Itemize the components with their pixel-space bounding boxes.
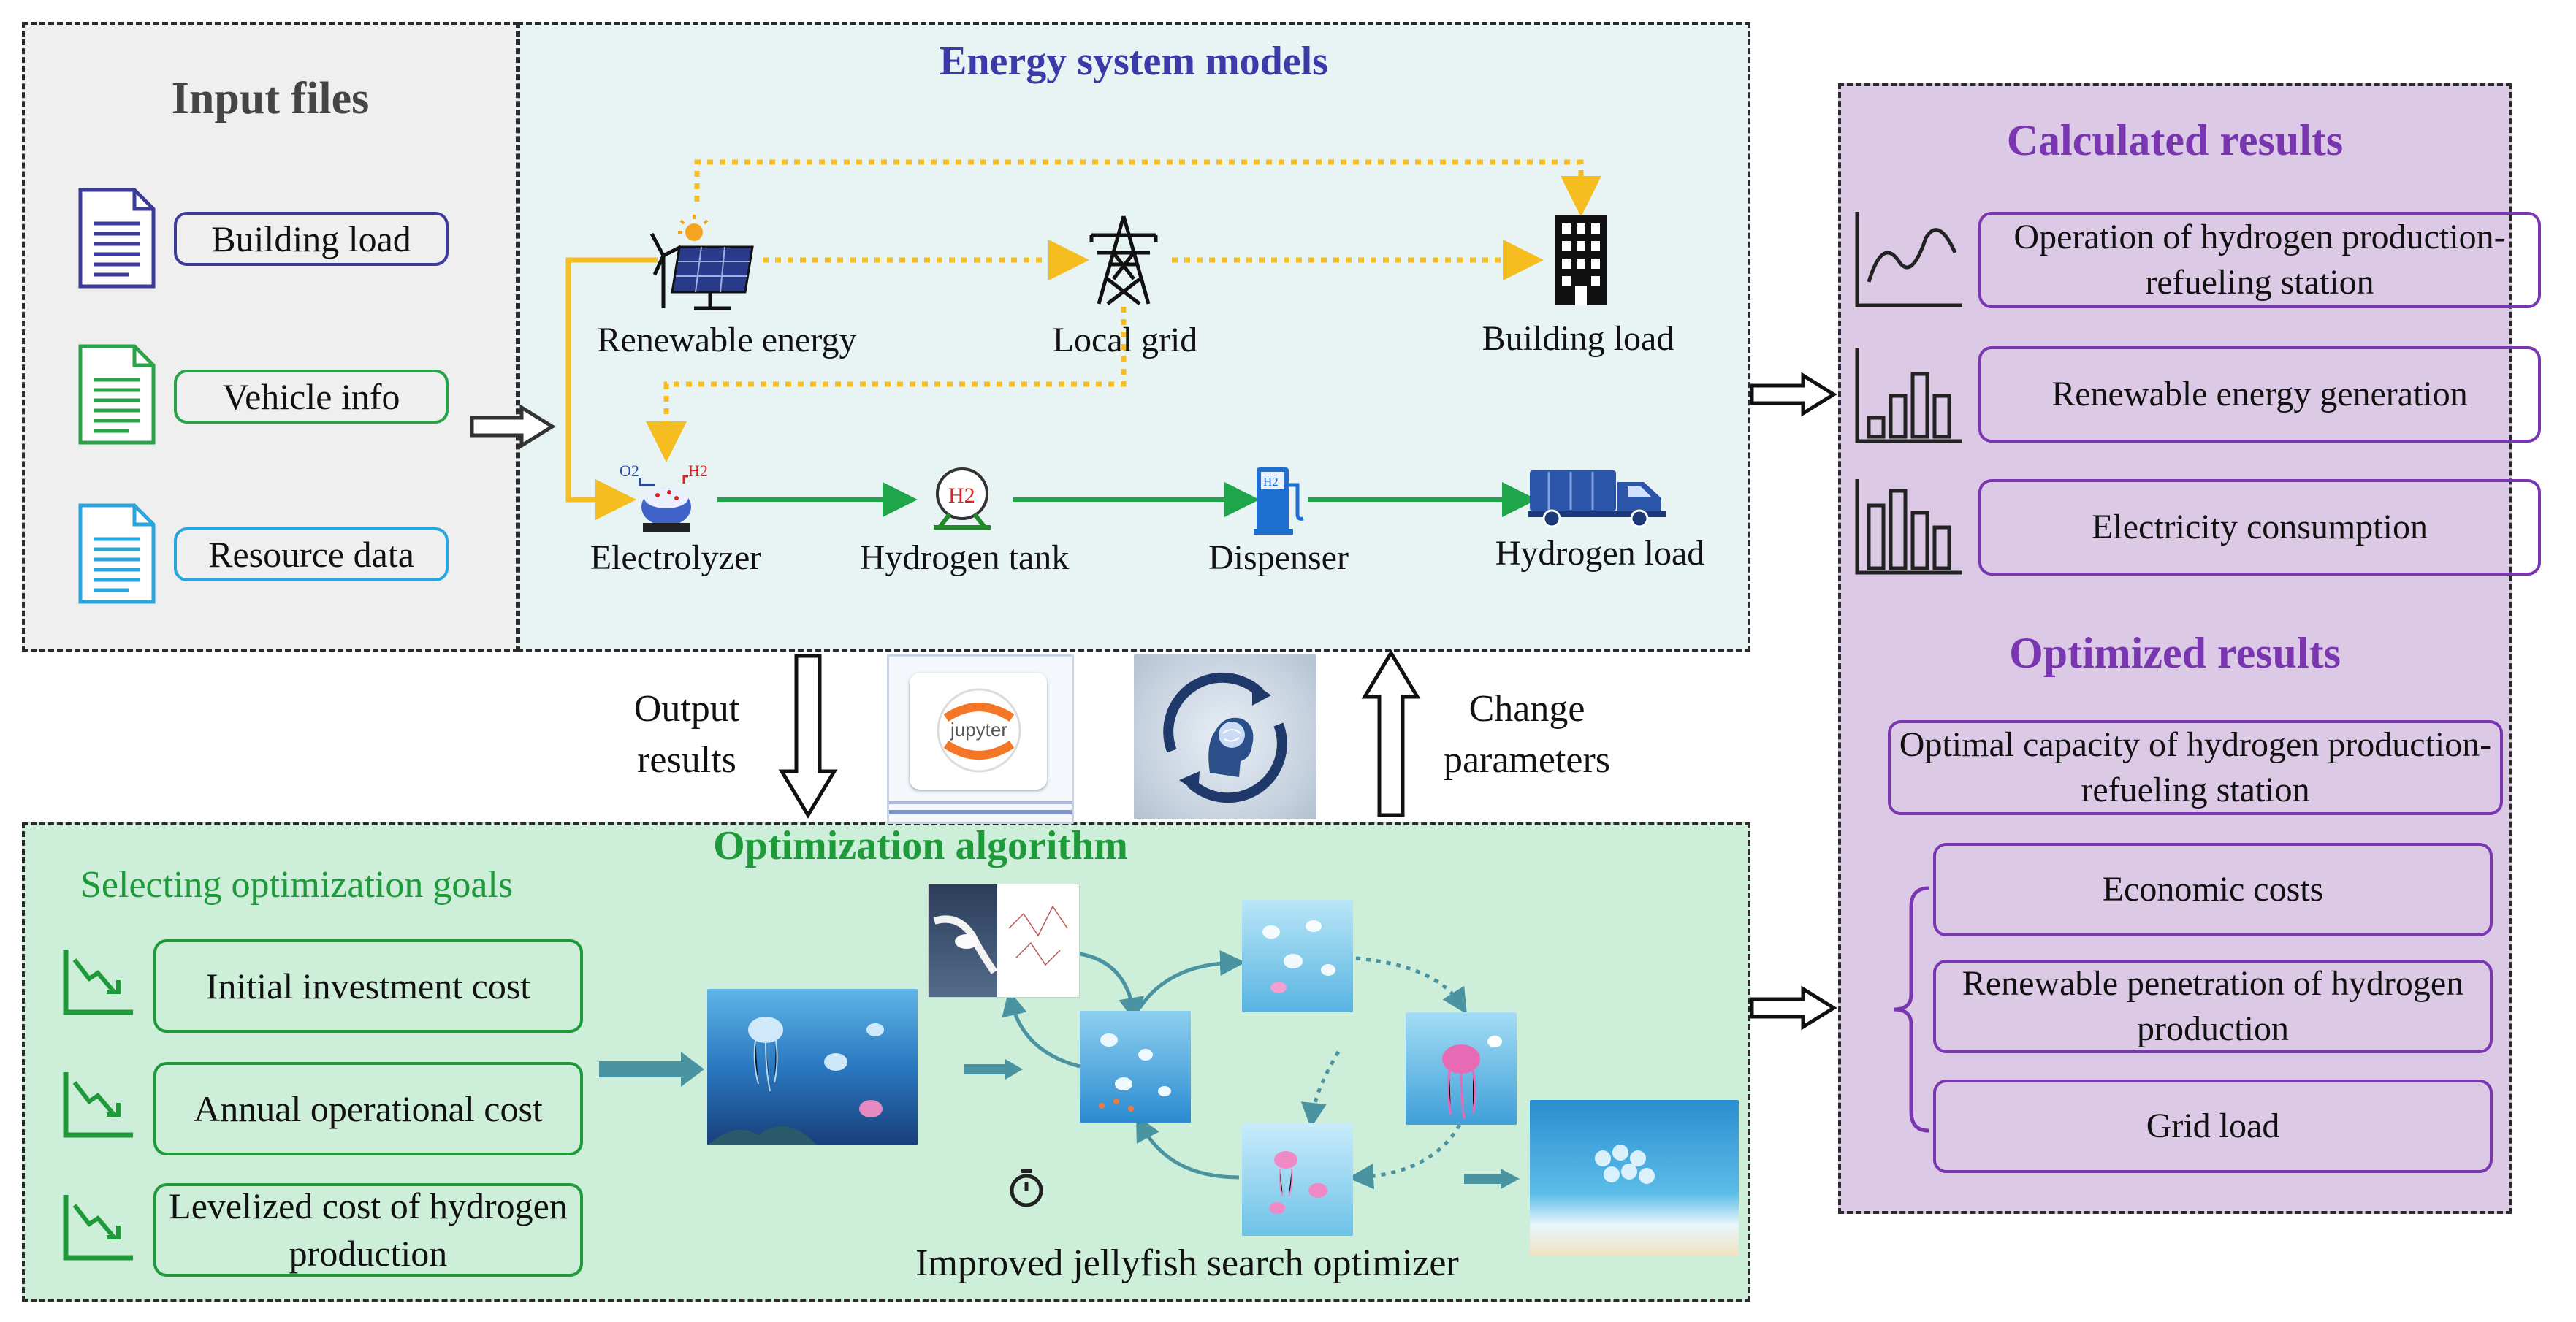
cost-decrease-icon [63,950,133,1015]
result-renewable-generation: Renewable energy generation [1978,346,2541,443]
goal-initial-investment-cost: Initial investment cost [153,939,583,1033]
calculated-results-title: Calculated results [2006,116,2344,164]
hydrogen-truck-icon [1528,470,1666,528]
cost-decrease-icon [63,1072,133,1138]
dispenser-h2-label: H2 [1263,475,1279,489]
change-parameters-arrow [1361,649,1421,817]
bar-chart-icon [1855,479,1962,575]
result-renewable-penetration: Renewable penetration of hydrogen produc… [1933,960,2493,1053]
electrolyzer-icon: O2 H2 [620,462,708,532]
result-electricity-consumption: Electricity consumption [1978,479,2541,576]
jellyfish-right-image [1406,1012,1517,1125]
jellyfish-swarm-image [1080,1011,1191,1123]
building-load-label: Building load [1482,319,1674,358]
jupyter-icon: jupyter [937,688,1021,773]
jupyter-logo-tile: jupyter [887,654,1074,824]
energy-models-title: Energy system models [940,39,1328,84]
optimization-title: Optimization algorithm [713,823,1128,868]
swarm-to-bird-flow [1002,990,1081,1069]
line-chart-icon [1855,212,1962,307]
input-files-title: Input files [171,74,370,123]
renewable-energy-label: Renewable energy [597,321,857,359]
ocean-to-swarm-arrowhead [1005,1059,1023,1080]
cycle-to-result-arrowhead [1501,1169,1520,1189]
local-grid-label: Local grid [1052,321,1198,359]
power-supply-line [565,257,658,520]
cost-decrease-icon [63,1195,133,1261]
building-icon [1555,215,1607,305]
result-operation-station: Operation of hydrogen production-refueli… [1978,212,2541,308]
hydrogen-load-label: Hydrogen load [1495,534,1705,573]
bottom-to-swarm-flow [1135,1115,1240,1180]
input-to-models-arrow [470,404,556,449]
albatross-image [928,884,1080,998]
results-panel [1838,83,2512,1214]
jellyfish-icon [1595,1145,1655,1184]
grid-to-electrolyzer-flow [646,307,1127,462]
optimization-goals-title: Selecting optimization goals [80,864,514,906]
hydrogen-tank-h2-label: H2 [948,484,975,508]
electrolyzer-o2-label: O2 [620,462,639,480]
models-to-results-arrow [1750,372,1837,417]
jellyfish-ocean-image [707,989,918,1145]
result-optimal-capacity: Optimal capacity of hydrogen production-… [1888,720,2503,815]
electrolyzer-label: Electrolyzer [590,538,762,577]
dispenser-label: Dispenser [1208,538,1349,577]
jellyfish-icon [707,1017,884,1145]
results-brace [1893,886,1929,1133]
jellyfish-result-image [1530,1100,1739,1256]
output-results-arrow [778,654,838,819]
jellyfish-bottom-image [1242,1123,1353,1236]
document-icon-building [78,188,156,289]
right-to-bottom-flow [1348,1123,1462,1190]
ai-brain-tile [1134,654,1316,819]
electrolyzer-h2-label: H2 [688,462,708,480]
jellyfish-icon [1262,920,1335,993]
hydrogen-tank-icon: H2 [934,467,991,530]
result-economic-costs: Economic costs [1933,843,2493,936]
jellyfish-icon [1442,1036,1502,1120]
jupyter-wordmark: jupyter [950,719,1007,741]
document-icon-resource [78,503,156,604]
result-grid-load: Grid load [1933,1080,2493,1173]
goals-to-ocean-arrowhead [681,1052,704,1087]
top-to-bottom-flow [1300,1050,1341,1128]
bird-icon [933,905,1068,974]
stopwatch-icon [1010,1169,1043,1207]
renewable-energy-icon [649,215,754,310]
hydrogen-dispenser-icon: H2 [1254,467,1304,535]
optimizer-caption: Improved jellyfish search optimizer [915,1242,1459,1284]
energy-models-panel [517,22,1750,652]
top-to-right-flow [1355,956,1468,1015]
brain-cycle-icon [1163,672,1287,803]
bar-chart-icon [1855,348,1962,443]
transmission-tower-icon [1089,215,1158,305]
jellyfish-top-image [1242,900,1353,1012]
input-resource-data: Resource data [174,527,449,581]
input-vehicle-info: Vehicle info [174,370,449,424]
jellyfish-icon [1099,1033,1171,1112]
jellyfish-icon [1269,1151,1327,1214]
optimized-results-title: Optimized results [2009,629,2341,677]
goal-annual-operational-cost: Annual operational cost [153,1062,583,1155]
change-parameters-label: Change parameters [1443,688,1611,782]
optimization-to-results-arrow [1750,985,1837,1031]
input-building-load: Building load [174,212,449,266]
goal-levelized-cost: Levelized cost of hydrogen production [153,1183,583,1277]
output-results-label: Output results [633,688,740,782]
swarm-to-top-flow [1138,950,1246,1009]
document-icon-vehicle [78,344,156,445]
hydrogen-tank-label: Hydrogen tank [859,538,1070,577]
